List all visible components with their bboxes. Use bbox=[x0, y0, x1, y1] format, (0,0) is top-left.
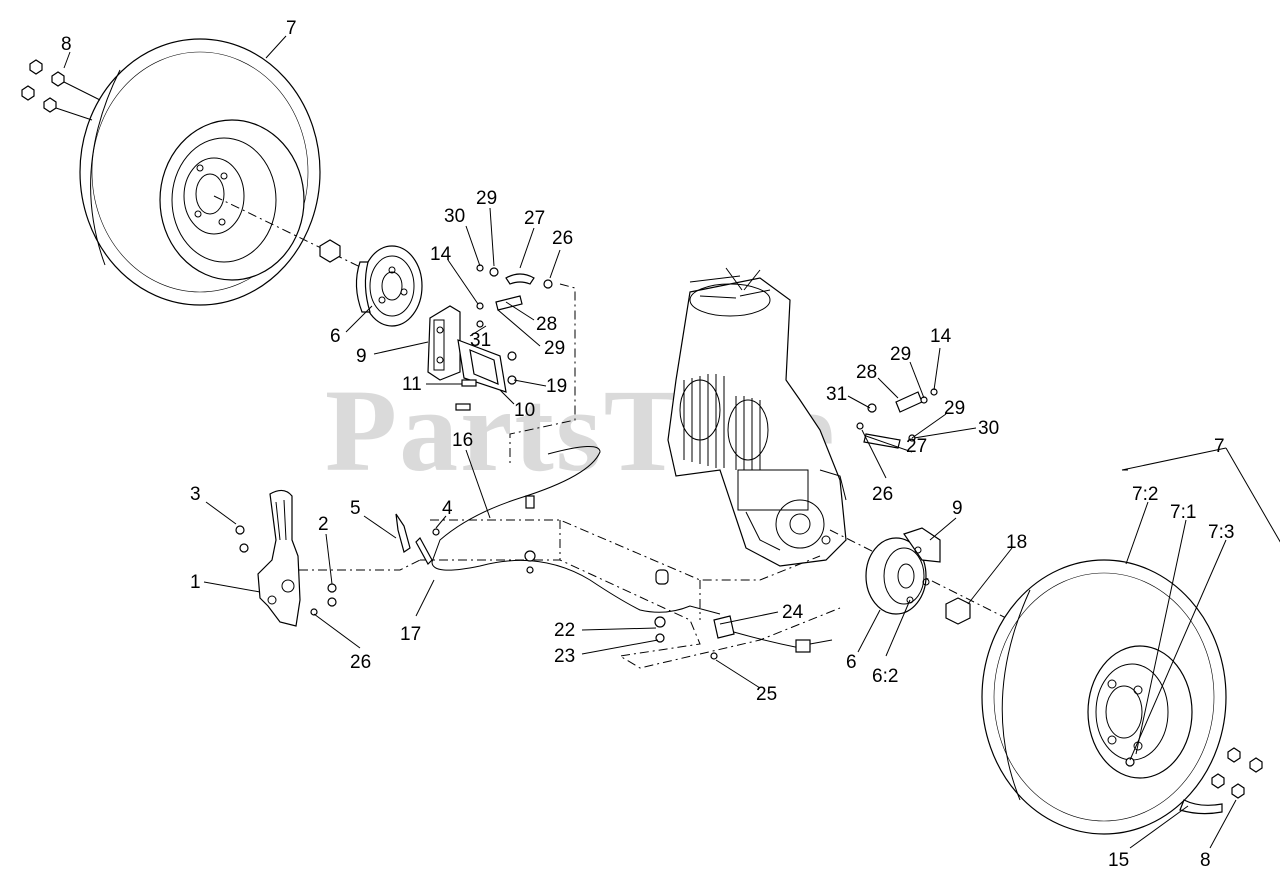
callout-1[interactable]: 1 bbox=[190, 572, 201, 593]
callout-8b[interactable]: 8 bbox=[1200, 850, 1211, 871]
callout-26b[interactable]: 26 bbox=[350, 652, 371, 673]
brake-cable[interactable] bbox=[431, 446, 721, 615]
callout-22[interactable]: 22 bbox=[554, 620, 575, 641]
callout-4[interactable]: 4 bbox=[442, 498, 453, 519]
callout-30[interactable]: 30 bbox=[444, 206, 465, 227]
callout-17[interactable]: 17 bbox=[400, 624, 421, 645]
callout-27b[interactable]: 27 bbox=[906, 436, 927, 457]
callout-29d[interactable]: 29 bbox=[944, 398, 965, 419]
callout-8[interactable]: 8 bbox=[61, 34, 72, 55]
callout-9[interactable]: 9 bbox=[356, 346, 367, 367]
callout-29[interactable]: 29 bbox=[476, 188, 497, 209]
pedal-linkage-spring[interactable] bbox=[395, 513, 440, 565]
right-wheel-lug-nuts[interactable] bbox=[1211, 747, 1263, 799]
left-hub-disc[interactable] bbox=[355, 245, 423, 327]
callout-29b[interactable]: 29 bbox=[544, 338, 565, 359]
left-wheel-lug-nuts[interactable] bbox=[21, 59, 101, 121]
callout-14b[interactable]: 14 bbox=[930, 326, 952, 347]
callout-24[interactable]: 24 bbox=[782, 602, 804, 623]
callout-29c[interactable]: 29 bbox=[890, 344, 911, 365]
callout-11[interactable]: 11 bbox=[402, 374, 422, 395]
callout-19[interactable]: 19 bbox=[546, 376, 567, 397]
left-brake-small-parts[interactable] bbox=[455, 264, 553, 411]
right-hub-nut[interactable] bbox=[945, 597, 971, 625]
cable-fittings[interactable] bbox=[524, 495, 833, 660]
pedal-mount-line bbox=[280, 559, 421, 571]
frame-cross-lines bbox=[559, 520, 701, 620]
leader-lines bbox=[63, 35, 1280, 849]
callout-3[interactable]: 3 bbox=[190, 484, 201, 505]
left-wheel[interactable] bbox=[79, 38, 321, 306]
callout-26c[interactable]: 26 bbox=[872, 484, 893, 505]
engine-transaxle-assembly[interactable] bbox=[667, 267, 847, 567]
left-cable-routing-line bbox=[509, 283, 576, 466]
callout-28b[interactable]: 28 bbox=[856, 362, 877, 383]
callout-27[interactable]: 27 bbox=[524, 208, 545, 229]
callout-26[interactable]: 26 bbox=[552, 228, 573, 249]
callout-16[interactable]: 16 bbox=[452, 430, 473, 451]
callout-14[interactable]: 14 bbox=[430, 244, 452, 265]
left-hub-nut[interactable] bbox=[319, 239, 341, 263]
callout-7b[interactable]: 7 bbox=[1214, 436, 1225, 457]
callouts: 8 7 6 30 29 27 26 14 28 31 29 9 11 19 10… bbox=[61, 18, 1234, 871]
left-brake-caliper[interactable] bbox=[427, 305, 461, 381]
callout-7-3[interactable]: 7:3 bbox=[1208, 522, 1234, 543]
callout-5[interactable]: 5 bbox=[350, 498, 361, 519]
callout-7-1[interactable]: 7:1 bbox=[1170, 502, 1196, 523]
frame-lower-edge bbox=[420, 559, 841, 669]
callout-31b[interactable]: 31 bbox=[826, 384, 847, 405]
callout-31[interactable]: 31 bbox=[470, 330, 491, 351]
callout-23[interactable]: 23 bbox=[554, 646, 575, 667]
callout-6[interactable]: 6 bbox=[330, 326, 341, 347]
callout-6b[interactable]: 6 bbox=[846, 652, 857, 673]
callout-2[interactable]: 2 bbox=[318, 514, 329, 535]
frame-upper-edge bbox=[430, 519, 821, 581]
right-brake-small-parts[interactable] bbox=[856, 388, 938, 449]
callout-30b[interactable]: 30 bbox=[978, 418, 999, 439]
callout-9b[interactable]: 9 bbox=[952, 498, 963, 519]
brake-pedal[interactable] bbox=[235, 489, 337, 627]
callout-6-2[interactable]: 6:2 bbox=[872, 666, 898, 687]
right-wheel[interactable] bbox=[981, 559, 1227, 835]
callout-28[interactable]: 28 bbox=[536, 314, 557, 335]
callout-18[interactable]: 18 bbox=[1006, 532, 1027, 553]
callout-25[interactable]: 25 bbox=[756, 684, 777, 705]
callout-7-2[interactable]: 7:2 bbox=[1132, 484, 1158, 505]
callout-7[interactable]: 7 bbox=[286, 18, 297, 39]
right-brake-disc[interactable] bbox=[865, 527, 941, 615]
left-brake-bracket[interactable] bbox=[457, 339, 507, 393]
valve-stem[interactable] bbox=[1179, 799, 1223, 815]
callout-10[interactable]: 10 bbox=[514, 400, 535, 421]
callout-15[interactable]: 15 bbox=[1108, 850, 1129, 871]
